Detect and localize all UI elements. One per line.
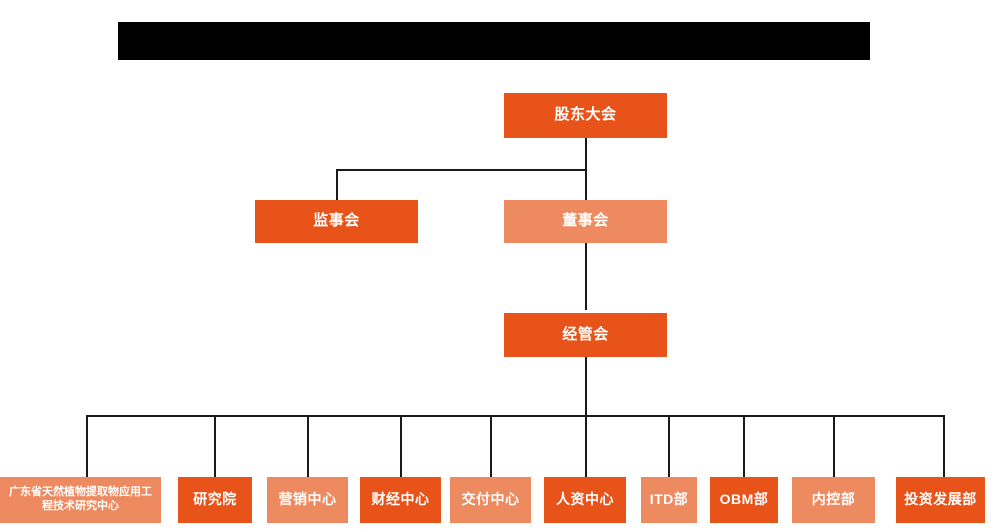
node-internal-control-department[interactable]: 内控部	[792, 477, 875, 523]
connector-drop-marketing-center	[307, 415, 309, 477]
connector-drop-research-institute	[214, 415, 216, 477]
connector-drop-delivery-center	[490, 415, 492, 477]
connector-supervisors-up	[336, 169, 338, 200]
node-board-of-supervisors[interactable]: 监事会	[255, 200, 418, 243]
connector-level2-bus	[336, 169, 587, 171]
connector-shareholders-down	[585, 138, 587, 170]
connector-drop-investment-development-department	[943, 415, 945, 477]
node-itd-department[interactable]: ITD部	[641, 477, 697, 523]
redacted-title-bar	[118, 22, 870, 60]
node-hr-center[interactable]: 人资中心	[544, 477, 626, 523]
connector-drop-hr-center	[585, 415, 587, 477]
connector-level4-bus	[86, 415, 944, 417]
node-marketing-center[interactable]: 营销中心	[267, 477, 348, 523]
connector-drop-itd-department	[668, 415, 670, 477]
node-research-institute[interactable]: 研究院	[178, 477, 252, 523]
node-shareholders-meeting[interactable]: 股东大会	[504, 93, 667, 138]
node-management-committee[interactable]: 经管会	[504, 313, 667, 357]
connector-drop-obm-department	[743, 415, 745, 477]
node-guangdong-research-center[interactable]: 广东省天然植物提取物应用工程技术研究中心	[0, 477, 161, 523]
connector-drop-guangdong-research-center	[86, 415, 88, 477]
node-obm-department[interactable]: OBM部	[710, 477, 778, 523]
node-board-of-directors[interactable]: 董事会	[504, 200, 667, 243]
node-investment-development-department[interactable]: 投资发展部	[896, 477, 985, 523]
connector-management-down	[585, 357, 587, 416]
connector-directors-to-management	[585, 242, 587, 310]
connector-directors-up	[585, 169, 587, 200]
connector-drop-internal-control-department	[833, 415, 835, 477]
connector-drop-finance-center	[400, 415, 402, 477]
node-delivery-center[interactable]: 交付中心	[450, 477, 531, 523]
node-finance-center[interactable]: 财经中心	[360, 477, 441, 523]
